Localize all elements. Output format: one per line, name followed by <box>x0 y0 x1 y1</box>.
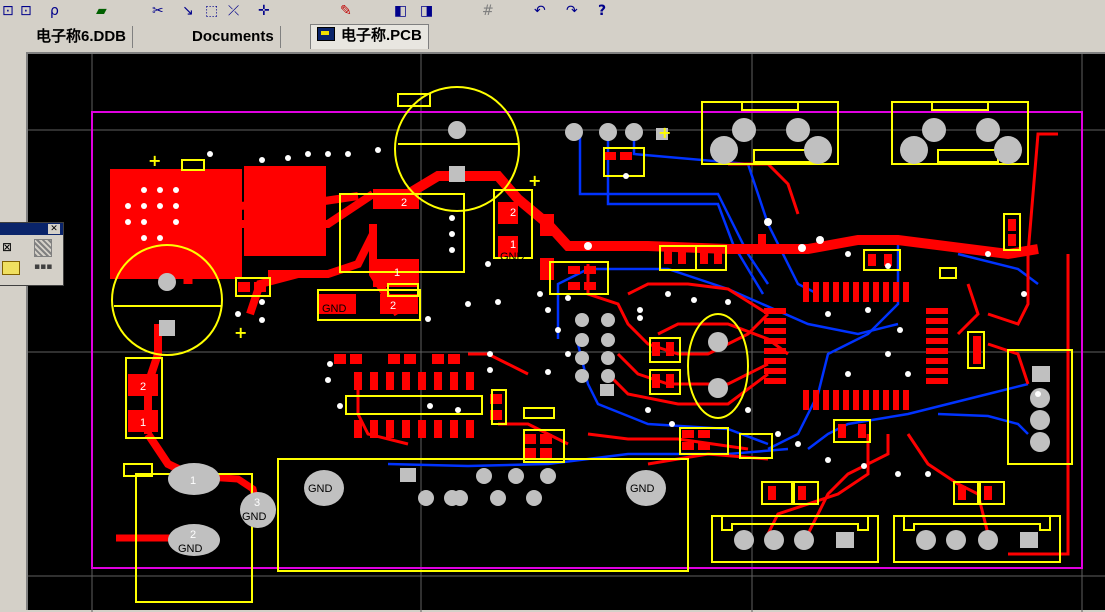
floating-toolbox[interactable]: ✕ ⊠ ▪▪▪ <box>0 222 64 286</box>
zoom-in-icon[interactable]: ρ <box>50 3 59 19</box>
cut-icon[interactable]: ✂ <box>152 3 164 19</box>
square-pads <box>159 128 1050 548</box>
pin-label: 1 <box>140 417 146 429</box>
move-icon[interactable]: ⤫ <box>228 3 240 19</box>
draw-line-icon[interactable]: ↘ <box>182 3 194 19</box>
silkscreen <box>111 86 1073 603</box>
zoom-area-icon[interactable]: ⊡ <box>2 3 14 19</box>
pcb-canvas[interactable]: 2 1 2 GND 2 1 GND 2 1 1 2 GND 3 GND GND … <box>26 52 1105 612</box>
close-icon[interactable]: ✕ <box>48 224 60 234</box>
tab-label: Documents <box>192 28 274 45</box>
plus-mark: + <box>528 171 541 190</box>
redo-icon[interactable]: ↷ <box>566 3 578 19</box>
interactive-route-icon[interactable]: ✎ <box>340 3 352 19</box>
tab-ddb[interactable]: 电子称6.DDB <box>30 26 134 48</box>
pin-label: 1 <box>394 267 400 279</box>
hatch-fill-icon[interactable] <box>34 239 52 257</box>
pin-label: 2 <box>390 300 396 312</box>
plus-mark: + <box>658 123 671 142</box>
pin-label: 2 <box>401 197 407 209</box>
document-tabs: 电子称6.DDB Documents 电子称.PCB <box>26 22 1105 52</box>
qfp-ic <box>764 282 948 410</box>
pcb-drawing[interactable]: 2 1 2 GND 2 1 GND 2 1 1 2 GND 3 GND GND … <box>28 54 1105 612</box>
gnd-label: GND <box>178 543 203 555</box>
pin-label: 2 <box>140 381 146 393</box>
pcb-text-labels: 2 1 2 GND 2 1 GND 2 1 1 2 GND 3 GND GND … <box>140 197 655 555</box>
layer-stack-icon[interactable]: ▰ <box>96 3 107 19</box>
plus-mark: + <box>234 323 247 342</box>
undo-icon[interactable]: ↶ <box>534 3 546 19</box>
cross-icon[interactable]: ✛ <box>258 3 270 19</box>
tab-documents[interactable]: Documents <box>186 26 281 48</box>
library-icon[interactable]: ◨ <box>420 3 434 19</box>
smd-pads <box>238 152 1016 500</box>
through-hole-pads <box>158 118 1050 556</box>
pin-label: 2 <box>510 207 516 219</box>
tab-label: 电子称6.DDB <box>36 28 127 45</box>
toolbar: ⊡ ⊡ ρ ▰ ✂ ↘ ⬚ ⤫ ✛ ✎ ◧ ◨ # ↶ ↷ ? <box>0 0 1105 22</box>
tab-pcb[interactable]: 电子称.PCB <box>310 24 429 49</box>
gnd-label: GND <box>500 251 525 263</box>
zoom-fit-icon[interactable]: ⊡ <box>20 3 32 19</box>
plus-mark: + <box>148 151 161 170</box>
gnd-label: GND <box>630 483 655 495</box>
left-panel-edge[interactable] <box>0 22 27 610</box>
gnd-label: GND <box>308 483 333 495</box>
pin-label: 3 <box>254 497 260 509</box>
board-outline <box>91 111 1083 569</box>
grid-dots-icon[interactable]: ▪▪▪ <box>34 262 53 272</box>
grid-icon[interactable]: # <box>482 3 494 19</box>
gnd-label: GND <box>242 511 267 523</box>
3d-view-icon[interactable]: ◧ <box>394 3 408 19</box>
pin-label: 1 <box>190 475 196 487</box>
pin-label: 2 <box>190 529 196 541</box>
polarity-marks: + + + + <box>148 123 671 342</box>
gnd-label: GND <box>322 303 347 315</box>
bottom-layer-traces <box>387 132 1039 468</box>
cross-hatch-icon[interactable]: ⊠ <box>2 240 13 254</box>
soic-chips <box>354 372 474 438</box>
select-area-icon[interactable]: ⬚ <box>205 3 219 19</box>
pin-label: 1 <box>510 239 516 251</box>
toolbox-titlebar[interactable]: ✕ <box>0 223 63 235</box>
pcb-document-icon <box>317 27 335 41</box>
tab-label: 电子称.PCB <box>341 27 422 44</box>
help-icon[interactable]: ? <box>598 3 607 19</box>
folder-icon[interactable] <box>2 261 20 275</box>
vias <box>125 147 1041 477</box>
